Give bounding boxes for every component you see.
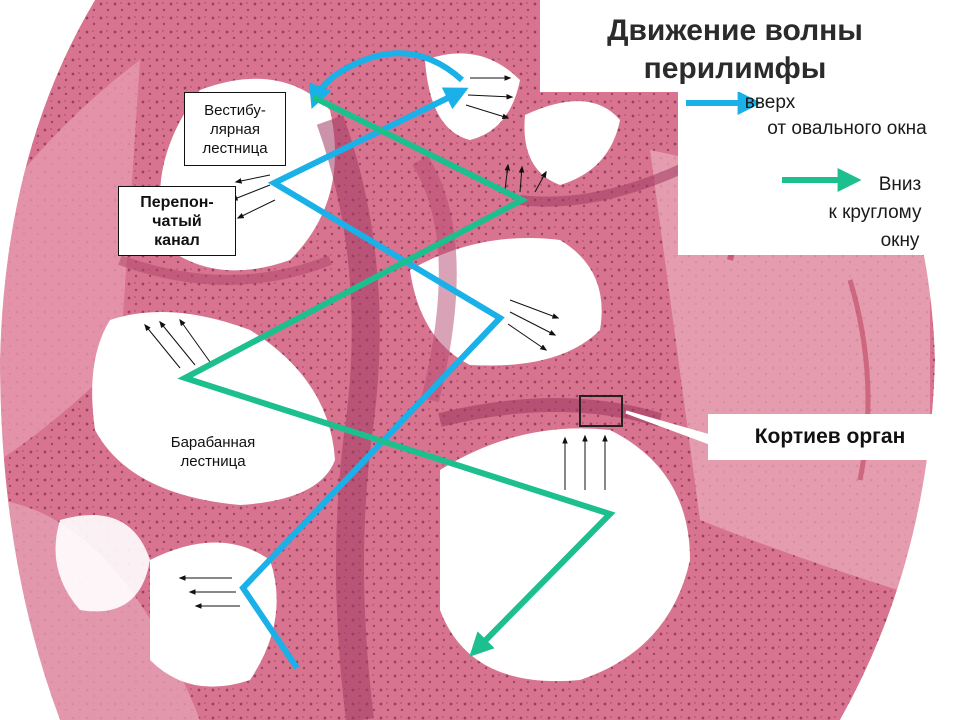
- label-vestibular-scala: Вестибу- лярная лестница: [184, 92, 286, 166]
- diagram-title: Движение волны перилимфы: [560, 8, 910, 92]
- cavity-upper-right: [524, 101, 620, 185]
- label-tympanic-scala: Барабанная лестница: [152, 427, 274, 477]
- cavity-bottom-left: [55, 515, 150, 612]
- legend-down-line3: окну: [880, 230, 920, 251]
- pressure-arrows: [144, 75, 608, 609]
- legend-up-line1: вверх: [744, 92, 796, 113]
- blue-helicotrema-arc: [308, 50, 465, 109]
- blue-wave-path: [239, 87, 505, 670]
- legend-down-line1: Вниз: [878, 174, 922, 195]
- cavity-lower-right: [440, 428, 690, 682]
- label-membranous-canal: Перепон- чатый канал: [118, 186, 236, 256]
- green-wave-path: [177, 94, 616, 657]
- label-organ-of-corti: Кортиев орган: [708, 414, 952, 460]
- cavity-top: [425, 53, 520, 141]
- legend-up-line2: от овального окна: [767, 118, 927, 139]
- legend-down-line2: к круглому: [828, 202, 922, 223]
- organ-of-corti-box: [579, 395, 623, 427]
